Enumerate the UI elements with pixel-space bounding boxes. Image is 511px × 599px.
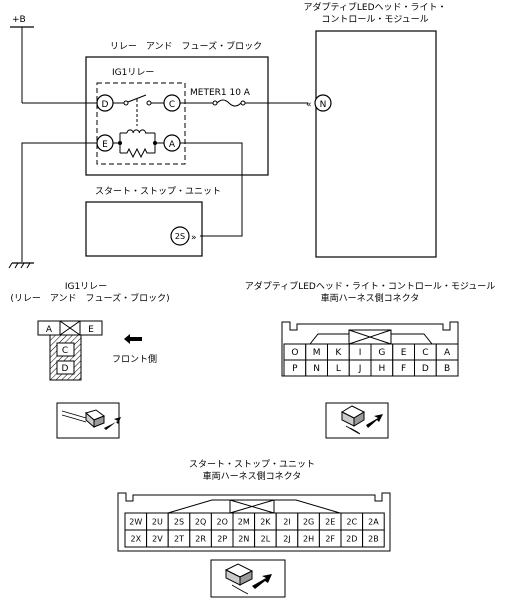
module-connector-pin-label: E bbox=[401, 348, 407, 358]
front-side-label: フロント側 bbox=[112, 353, 157, 365]
ssu-connector-pin-label: 2X bbox=[131, 534, 142, 543]
ground-wire bbox=[21, 142, 97, 262]
terminal-a-label: A bbox=[169, 140, 176, 150]
ssu-connector-pin-label: 2A bbox=[368, 517, 379, 526]
ssu-connector-pin-label: 2E bbox=[325, 517, 335, 526]
relay-pin-d bbox=[56, 360, 75, 375]
module-connector-pin-label: H bbox=[378, 364, 385, 374]
relay-dashed-box bbox=[96, 82, 186, 165]
module-connector-cell bbox=[435, 359, 459, 377]
module-connector-pin-label: N bbox=[313, 364, 320, 374]
relay-pin-a-label: A bbox=[46, 325, 53, 335]
ssu-connector-title-2: 車両ハーネス側コネクタ bbox=[203, 470, 302, 482]
junction-box-title: リレー アンド フューズ・ブロック bbox=[110, 40, 262, 52]
ssu-connector-pin-label: 2H bbox=[303, 534, 314, 543]
fuse-symbol bbox=[216, 99, 242, 107]
ssu-connector-pin-label: 2N bbox=[238, 534, 249, 543]
module-connector-pin-label: D bbox=[422, 364, 429, 374]
ssu-connector-cell bbox=[362, 529, 385, 548]
relay-view-title-2: (リレー アンド フューズ・ブロック) bbox=[10, 292, 169, 304]
module-title-2: コントロール・モジュール bbox=[321, 15, 428, 25]
module-connector-pin-label: K bbox=[335, 348, 342, 358]
ssu-connector-title-1: スタート・ストップ・ユニット bbox=[189, 459, 315, 470]
ssu-connector-pin-label: 2K bbox=[260, 517, 271, 526]
ssu-connector-pin-label: 2F bbox=[325, 534, 335, 543]
ssu-connector-pin-label: 2P bbox=[217, 534, 227, 543]
relay-contact-fixed bbox=[123, 100, 129, 106]
ssu-connector-pin-label: 2V bbox=[152, 534, 163, 543]
terminal-d-label: D bbox=[102, 100, 109, 110]
front-arrow-icon bbox=[124, 334, 142, 344]
relay-contact-arm bbox=[127, 94, 147, 103]
module-title-1: アダプティブLEDヘッド・ライト・ bbox=[303, 1, 446, 13]
module-plug-arrow-icon bbox=[366, 414, 383, 428]
ssu-connector-pin-label: 2J bbox=[283, 534, 290, 543]
relay-name: IG1リレー bbox=[112, 68, 154, 78]
terminal-n-label: N bbox=[320, 100, 327, 110]
module-connector-pin-label: F bbox=[401, 364, 406, 374]
wire-a-to-2s bbox=[180, 142, 243, 237]
relay-coil bbox=[126, 129, 148, 134]
ssu-title: スタート・ストップ・ユニット bbox=[95, 186, 221, 197]
module-connector-pin-label: C bbox=[422, 348, 428, 358]
terminal-n bbox=[314, 94, 332, 112]
adaptive-led-module-box bbox=[315, 30, 437, 258]
ssu-connector-pin-label: 2R bbox=[195, 534, 206, 543]
relay-contact-moving bbox=[146, 100, 152, 106]
module-connector-pin-label: G bbox=[378, 348, 385, 358]
connector-mark-2s: » bbox=[191, 233, 197, 243]
ssu-connector-shell bbox=[117, 492, 391, 552]
ssu-connector-pin-label: 2W bbox=[129, 517, 142, 526]
relay-plug-arrow-icon bbox=[104, 417, 121, 430]
module-connector-pin-label: P bbox=[292, 364, 298, 374]
module-connector-shell bbox=[281, 321, 459, 377]
terminal-e-label: E bbox=[102, 140, 108, 150]
module-connector-pin-label: M bbox=[313, 348, 321, 358]
ssu-connector-pin-label: 2I bbox=[283, 517, 290, 526]
module-connector-title-2: 車両ハーネス側コネクタ bbox=[321, 292, 420, 304]
connector-mark-n: « bbox=[306, 100, 312, 110]
ssu-connector-pin-label: 2U bbox=[152, 517, 163, 526]
relay-pin-e-label: E bbox=[88, 325, 94, 335]
module-connector-pin-label: L bbox=[336, 364, 341, 374]
relay-pin-c-label: C bbox=[62, 346, 68, 356]
ssu-connector-pin-label: 2D bbox=[346, 534, 357, 543]
fuse-label: METER1 10 A bbox=[190, 88, 251, 98]
start-stop-unit-box bbox=[85, 201, 203, 257]
ssu-connector-pin-label: 2Q bbox=[195, 517, 206, 526]
relay-resistor bbox=[120, 147, 155, 159]
terminal-c-label: C bbox=[169, 100, 175, 110]
ssu-connector-pin-label: 2T bbox=[174, 534, 184, 543]
relay-pin-d-label: D bbox=[62, 364, 69, 374]
relay-pin-e bbox=[79, 320, 103, 336]
module-connector-pin-label: B bbox=[444, 364, 450, 374]
junction-box bbox=[85, 56, 269, 176]
module-connector-pin-label: O bbox=[291, 348, 298, 358]
supply-label: +B bbox=[12, 15, 26, 25]
ssu-connector-pin-label: 2G bbox=[303, 517, 314, 526]
ssu-plug-arrow-icon bbox=[252, 574, 272, 589]
module-connector-pin-label: I bbox=[359, 348, 362, 358]
ssu-connector-pin-label: 2S bbox=[174, 517, 184, 526]
module-connector-pin-label: A bbox=[444, 348, 451, 358]
relay-pin-c bbox=[56, 342, 75, 357]
ssu-connector-pin-label: 2C bbox=[346, 517, 357, 526]
relay-photo-frame bbox=[56, 402, 120, 439]
module-connector-title-1: アダプティブLEDヘッド・ライト・コントロール・モジュール bbox=[245, 280, 495, 292]
ssu-connector-pin-label: 2L bbox=[261, 534, 271, 543]
terminal-2s-label: 2S bbox=[175, 232, 185, 241]
ssu-connector-pin-label: 2O bbox=[217, 517, 228, 526]
ssu-connector-pin-label: 2M bbox=[238, 517, 250, 526]
module-connector-pin-label: J bbox=[358, 364, 362, 374]
ssu-connector-pin-label: 2B bbox=[368, 534, 379, 543]
relay-view-title-1: IG1リレー bbox=[65, 282, 107, 292]
terminal-2s bbox=[170, 226, 190, 246]
